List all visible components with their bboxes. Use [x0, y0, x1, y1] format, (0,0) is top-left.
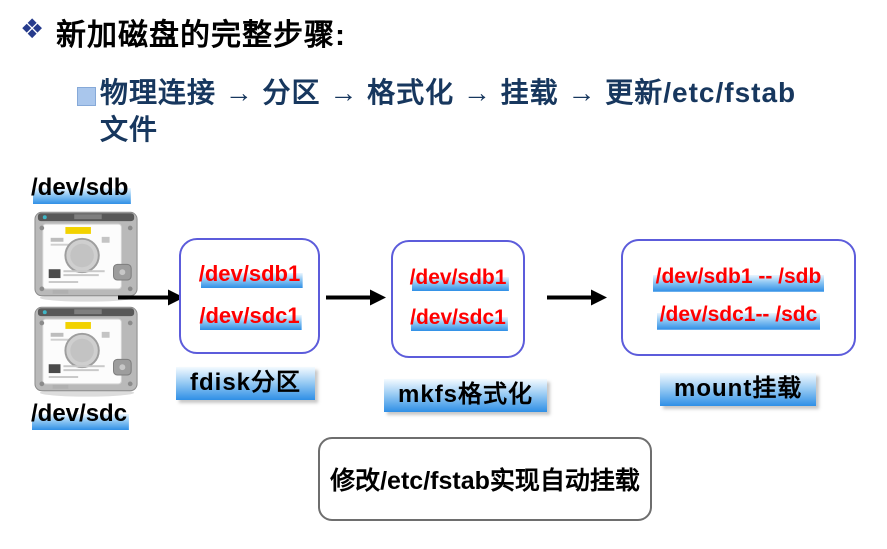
flow-box-mount: /dev/sdb1 -- /sdb /dev/sdc1-- /sdc — [621, 239, 856, 356]
arrow-right-icon — [326, 289, 386, 306]
partition-name: /dev/sdb1 — [406, 265, 510, 293]
subtitle: 物理连接 → 分区 → 格式化 → 挂载 → 更新/etc/fstab 文件 — [100, 74, 880, 148]
subtitle-line-1: 物理连接 → 分区 → 格式化 → 挂载 → 更新/etc/fstab — [100, 77, 797, 108]
page-title: 新加磁盘的完整步骤: — [56, 19, 346, 52]
caption-mkfs: mkfs格式化 — [384, 374, 548, 412]
caption-fdisk-text: fdisk分区 — [176, 367, 316, 400]
device-label-sdc-text: /dev/sdc — [28, 400, 131, 431]
fstab-note-text: 修改/etc/fstab实现自动挂载 — [330, 467, 640, 495]
partition-name: /dev/sdb1 — [195, 260, 304, 290]
mount-mapping: /dev/sdb1 -- /sdb — [652, 265, 825, 292]
arrow-right-icon — [547, 289, 607, 306]
subtitle-line-2: 文件 — [100, 114, 159, 145]
caption-mount-text: mount挂载 — [660, 373, 817, 406]
device-label-sdc: /dev/sdc — [28, 400, 131, 431]
caption-mkfs-text: mkfs格式化 — [384, 379, 548, 412]
caption-mount: mount挂载 — [660, 368, 817, 406]
caption-fdisk: fdisk分区 — [176, 362, 316, 400]
device-label-sdb: /dev/sdb — [28, 174, 132, 205]
partition-name: /dev/sdc1 — [407, 305, 509, 333]
mount-mapping: /dev/sdc1-- /sdc — [656, 303, 821, 330]
fstab-note-box: 修改/etc/fstab实现自动挂载 — [318, 437, 652, 521]
diamond-bullet-icon: ❖ — [20, 14, 45, 44]
flow-box-fdisk: /dev/sdb1 /dev/sdc1 — [179, 238, 320, 354]
arrow-right-icon — [118, 289, 184, 306]
square-bullet-icon — [77, 87, 96, 106]
flow-box-mkfs: /dev/sdb1 /dev/sdc1 — [391, 240, 525, 358]
hard-disk-icon — [33, 208, 141, 303]
hard-disk-icon — [33, 303, 141, 398]
device-label-sdb-text: /dev/sdb — [28, 174, 132, 205]
partition-name: /dev/sdc1 — [196, 302, 303, 332]
